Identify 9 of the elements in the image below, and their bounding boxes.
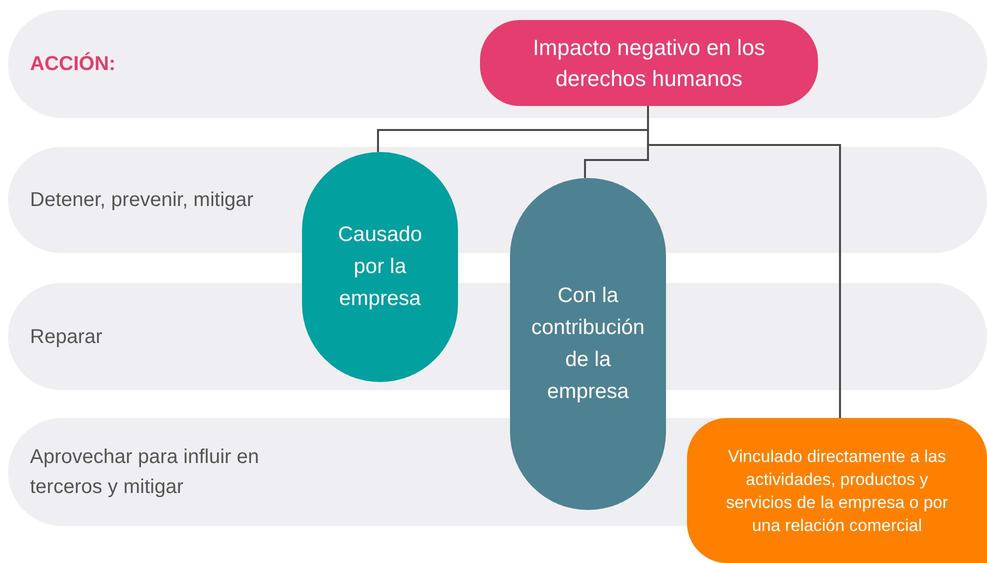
node-label: Impacto negativo en los derechos humanos (532, 34, 766, 93)
row-label: Reparar (30, 324, 104, 350)
category-box (687, 418, 987, 563)
node-label: Causado por la empresa (336, 222, 424, 312)
node-label: Vinculado directamente a las actividades, productos y servicios de la empresa o por una relación comercial (724, 446, 950, 536)
row-label: Detener, prevenir, mitigar (30, 188, 254, 213)
node-label: Con la contribución de la empresa (530, 283, 646, 405)
row-label: Aprovechar para influir en terceros y mitigar (30, 445, 260, 500)
row-label: ACCIÓN: (30, 51, 117, 77)
